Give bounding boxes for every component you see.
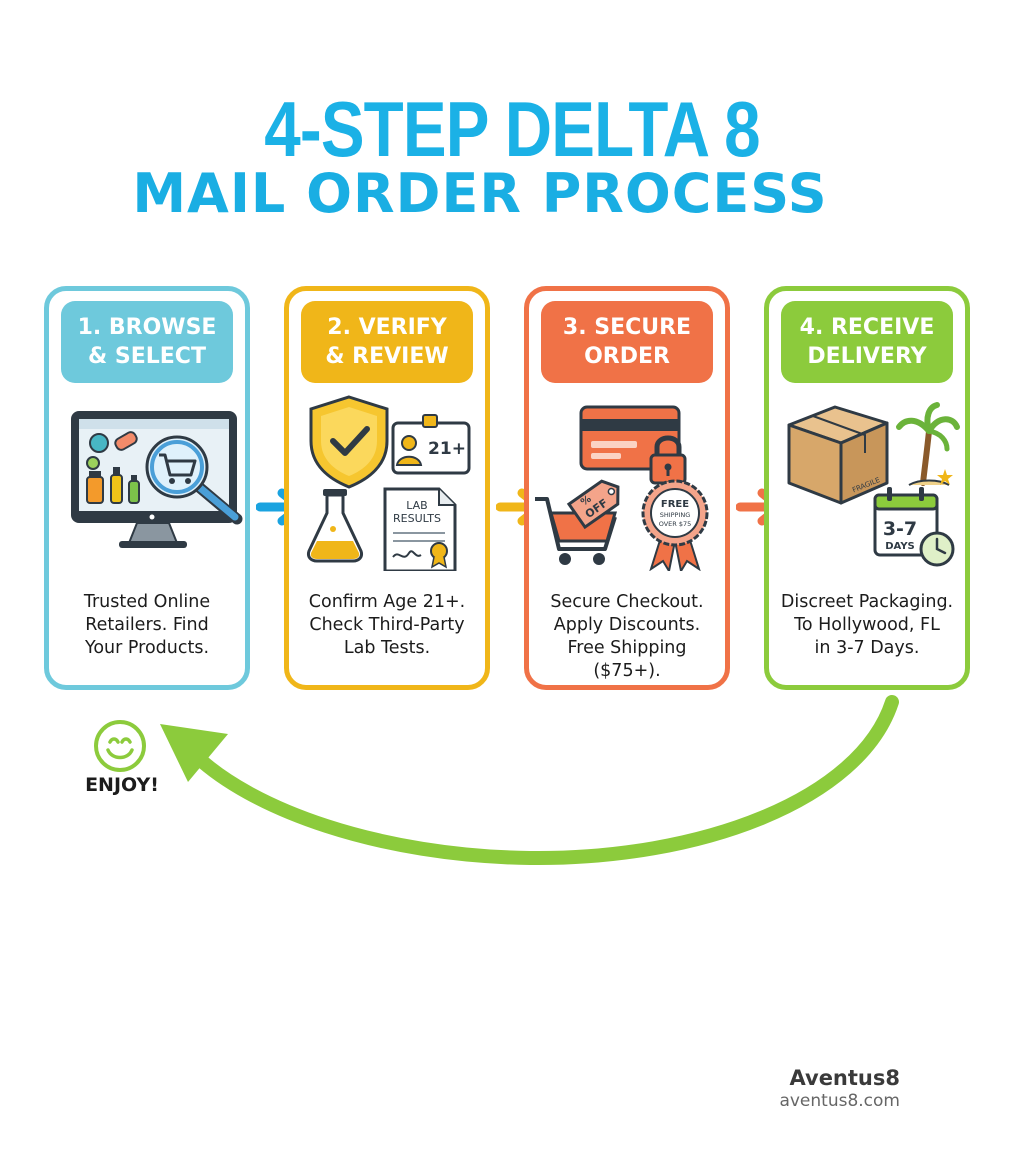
step-1-header-line-2: & SELECT: [88, 344, 206, 369]
step-1-description-line: Your Products.: [84, 638, 210, 658]
step-card-verify-review: 2. VERIFY & REVIEW 21+ LAB RESULTS: [284, 286, 490, 690]
step-4-description-line: To Hollywood, FL: [794, 615, 940, 635]
enjoy-label: ENJOY!: [85, 774, 159, 796]
step-4-description-line: in 3-7 Days.: [814, 638, 920, 658]
step-card-secure-order: 3. SECURE ORDER % OFF: [524, 286, 730, 690]
calendar-label-line-2: DAYS: [885, 541, 915, 552]
step-3-description: Secure Checkout. Apply Discounts. Free S…: [535, 591, 719, 683]
step-1-description-line: Retailers. Find: [85, 615, 209, 635]
step-2-description: Confirm Age 21+. Check Third-Party Lab T…: [295, 591, 479, 660]
lab-label-line-1: LAB: [406, 499, 427, 512]
step-3-illustration: % OFF FREE SHIPPING OVER $75: [535, 405, 709, 571]
step-2-description-line: Confirm Age 21+.: [308, 592, 466, 612]
step-4-illustration: FRAGILE 3-7 DAYS: [787, 402, 960, 567]
id-card-icon: 21+: [391, 414, 471, 475]
smiley-icon: [94, 720, 146, 772]
badge-label-line-2: SHIPPING: [660, 511, 691, 519]
step-card-browse-select: 1. BROWSE & SELECT: [44, 286, 250, 690]
rosette-badge-icon: FREE SHIPPING OVER $75: [641, 479, 709, 571]
step-2-header: 2. VERIFY & REVIEW: [301, 301, 473, 383]
padlock-icon: [649, 435, 687, 485]
clock-icon: [919, 531, 955, 567]
badge-label-line-3: OVER $75: [659, 520, 692, 528]
lab-label-line-2: RESULTS: [393, 512, 441, 525]
title-line-2: MAIL ORDER PROCESS: [132, 162, 828, 225]
step-1-description-line: Trusted Online: [83, 592, 211, 612]
flask-icon: [307, 489, 363, 563]
palm-tree-icon: [896, 402, 960, 486]
brand-url: aventus8.com: [779, 1091, 900, 1111]
bottles-icon: [86, 467, 140, 504]
step-3-description-line: ($75+).: [593, 661, 661, 681]
calendar-icon: 3-7 DAYS: [873, 487, 939, 557]
lab-report-icon: LAB RESULTS: [383, 487, 457, 571]
step-3-description-line: Apply Discounts.: [553, 615, 701, 635]
shield-check-icon: [309, 395, 389, 489]
step-2-description-line: Lab Tests.: [343, 638, 431, 658]
calendar-label-line-1: 3-7: [883, 518, 917, 540]
step-1-header: 1. BROWSE & SELECT: [61, 301, 233, 383]
magnifier-cart-icon: [145, 435, 243, 525]
package-box-icon: FRAGILE: [787, 405, 889, 505]
step-3-header-line-1: 3. SECURE: [562, 315, 692, 340]
step-3-description-line: Free Shipping: [567, 638, 687, 658]
step-2-header-line-1: 2. VERIFY: [327, 315, 447, 340]
step-4-header: 4. RECEIVE DELIVERY: [781, 301, 953, 383]
gummies-icon: [86, 431, 138, 470]
cart-tag-icon: % OFF: [535, 479, 620, 565]
badge-label-line-1: FREE: [661, 499, 689, 510]
step-card-receive-delivery: 4. RECEIVE DELIVERY FRAGILE 3-7 DAYS: [764, 286, 970, 690]
step-4-description: Discreet Packaging. To Hollywood, FL in …: [775, 591, 959, 660]
step-4-description-line: Discreet Packaging.: [780, 592, 954, 612]
step-2-description-line: Check Third-Party: [309, 615, 465, 635]
step-2-illustration: 21+ LAB RESULTS: [307, 395, 471, 571]
step-3-description-line: Secure Checkout.: [550, 592, 704, 612]
title-line-1: 4-STEP DELTA 8: [264, 85, 760, 173]
step-4-header-line-1: 4. RECEIVE: [799, 315, 935, 340]
step-4-header-line-2: DELIVERY: [807, 344, 927, 369]
step-1-header-line-1: 1. BROWSE: [77, 315, 217, 340]
id-age-badge: 21+: [428, 439, 466, 459]
step-2-header-line-2: & REVIEW: [325, 344, 449, 369]
step-1-illustration: [71, 411, 243, 548]
step-3-header-line-2: ORDER: [584, 344, 670, 369]
brand-name: Aventus8: [789, 1066, 901, 1090]
step-1-description: Trusted Online Retailers. Find Your Prod…: [55, 591, 239, 660]
step-3-header: 3. SECURE ORDER: [541, 301, 713, 383]
